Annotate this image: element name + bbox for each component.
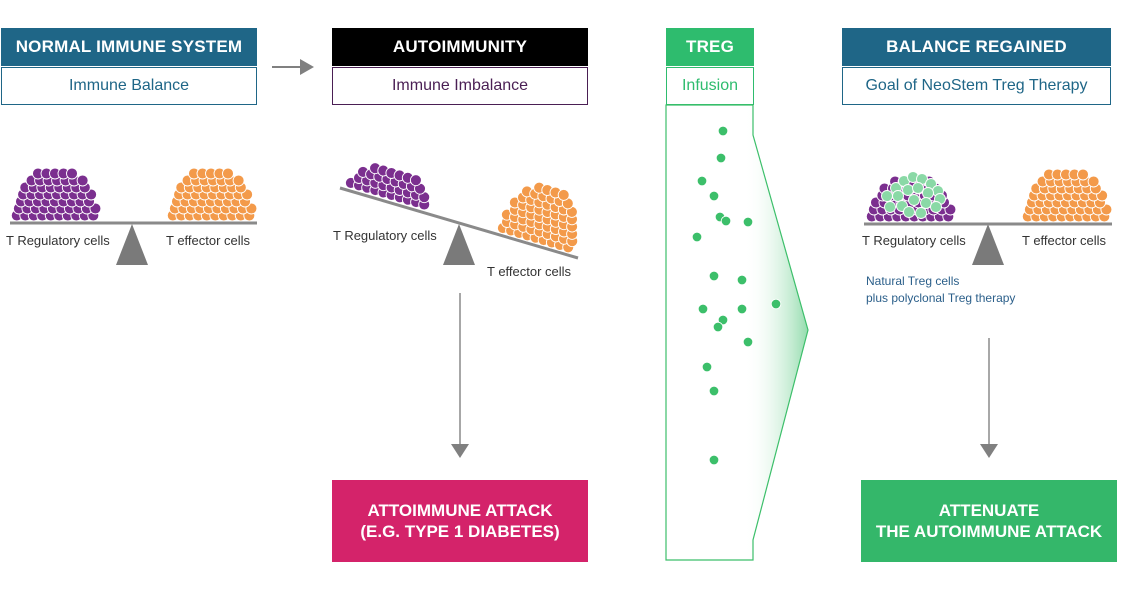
treg-cell — [884, 201, 896, 213]
treg-cell — [715, 152, 727, 164]
treg-cell — [720, 215, 732, 227]
panel-subtitle-autoimmunity: Immune Imbalance — [332, 67, 588, 105]
label-t-effector-balance: T effector cells — [1022, 233, 1107, 248]
treg-cell — [920, 197, 932, 209]
treg-cell — [912, 182, 924, 194]
treg-cell — [717, 314, 729, 326]
panel-subtitle-treg: Infusion — [666, 67, 754, 105]
treg-cell — [736, 303, 748, 315]
treg-therapy-note-line2: plus polyclonal Treg therapy — [866, 291, 1016, 305]
treg-cell — [736, 274, 748, 286]
treg-cell — [717, 125, 729, 137]
label-t-regulatory-balance: T Regulatory cells — [862, 233, 966, 248]
scale-normal — [10, 167, 258, 265]
regulatory-cell-pile-autoimmunity — [344, 162, 431, 211]
label-t-effector-normal: T effector cells — [166, 233, 251, 248]
label-t-regulatory-normal: T Regulatory cells — [6, 233, 110, 248]
effector-cell — [222, 167, 234, 180]
treg-therapy-note: Natural Treg cells plus polyclonal Treg … — [866, 273, 1015, 307]
regulatory-cell — [66, 167, 78, 180]
result-attack-line1: ATTOIMMUNE ATTACK — [367, 501, 553, 520]
regulatory-cell-pile-normal — [10, 167, 102, 222]
fulcrum-balance — [972, 224, 1004, 265]
treg-cell — [696, 175, 708, 187]
panel-title-balance: BALANCE REGAINED — [842, 28, 1111, 66]
result-attack-box: ATTOIMMUNE ATTACK (E.G. TYPE 1 DIABETES) — [332, 480, 588, 562]
effector-cell — [1087, 175, 1100, 188]
treg-cell — [708, 454, 720, 466]
fulcrum-autoimmunity — [443, 224, 475, 265]
treg-cell — [770, 298, 782, 310]
treg-cell — [930, 201, 942, 213]
treg-therapy-note-line1: Natural Treg cells — [866, 274, 960, 288]
treg-cell — [701, 361, 713, 373]
result-attenuate-line2: THE AUTOIMMUNE ATTACK — [875, 522, 1103, 541]
treg-cell — [708, 270, 720, 282]
treg-cell — [902, 184, 914, 196]
treg-cell — [697, 303, 709, 315]
treg-cell — [908, 194, 920, 206]
panel-title-treg: TREG — [666, 28, 754, 66]
down-arrow-balance-head — [980, 444, 998, 458]
treg-cell — [903, 206, 915, 218]
result-attenuate-box: ATTENUATE THE AUTOIMMUNE ATTACK — [861, 480, 1117, 562]
effector-cell-pile-balance — [1021, 168, 1113, 223]
fulcrum-normal — [116, 224, 148, 265]
treg-cell — [708, 385, 720, 397]
effector-cell — [557, 188, 570, 201]
treg-cells-infused — [691, 125, 782, 466]
treg-cell — [708, 190, 720, 202]
effector-cell-pile-normal — [166, 167, 258, 222]
down-arrow-autoimmunity-head — [451, 444, 469, 458]
panel-title-autoimmunity: AUTOIMMUNITY — [332, 28, 588, 66]
effector-cell-pile-autoimmunity — [496, 181, 579, 254]
regulatory-cell — [409, 174, 422, 187]
result-attenuate-line1: ATTENUATE — [938, 501, 1040, 520]
treg-cell — [742, 336, 754, 348]
panel-title-normal: NORMAL IMMUNE SYSTEM — [1, 28, 257, 66]
scale-balance — [864, 168, 1113, 265]
treg-cell — [922, 187, 934, 199]
label-t-regulatory-autoimmunity: T Regulatory cells — [333, 228, 437, 243]
treg-cell — [742, 216, 754, 228]
panel-subtitle-balance: Goal of NeoStem Treg Therapy — [842, 67, 1111, 105]
treg-cell — [712, 321, 724, 333]
treg-cell-pile-balance — [881, 171, 946, 219]
effector-cell — [1077, 168, 1089, 181]
panel-subtitle-normal: Immune Balance — [1, 67, 257, 105]
beam-autoimmunity — [339, 186, 579, 260]
effector-cell — [232, 174, 245, 187]
scale-autoimmunity — [339, 162, 579, 265]
treg-cell — [691, 231, 703, 243]
result-attack-line2: (E.G. TYPE 1 DIABETES) — [360, 522, 560, 541]
treg-cell — [881, 190, 893, 202]
treg-cell — [892, 190, 904, 202]
regulatory-cell — [76, 174, 89, 187]
label-t-effector-autoimmunity: T effector cells — [487, 264, 572, 279]
treg-infusion-funnel — [665, 104, 809, 561]
flow-arrow-right-head — [300, 59, 314, 75]
treg-cell — [915, 207, 927, 219]
